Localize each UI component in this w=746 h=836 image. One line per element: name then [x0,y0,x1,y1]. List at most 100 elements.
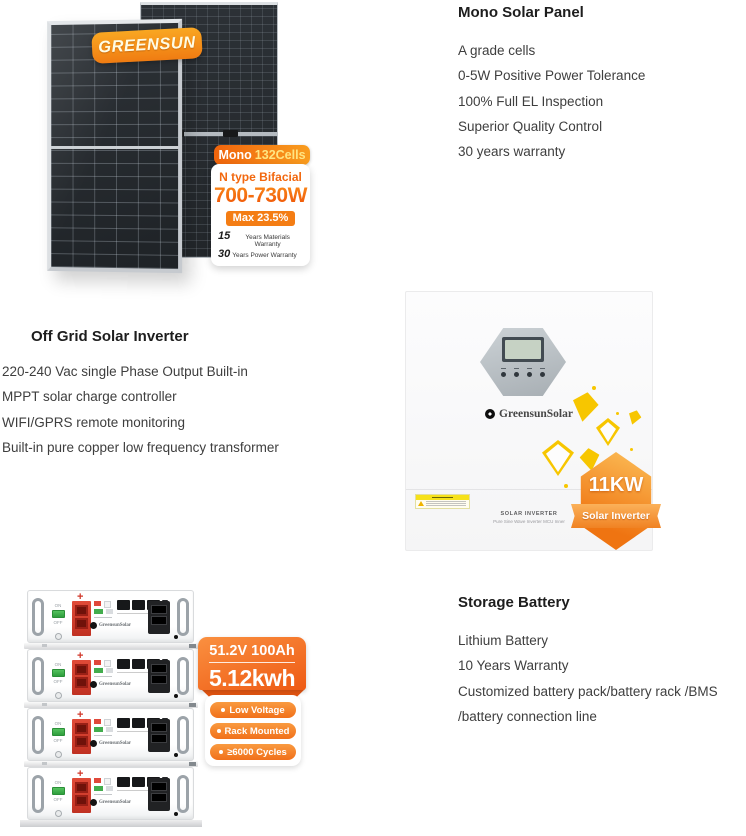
reset-button [55,692,62,699]
battery-unit: ON OFF + GreensunSolar [27,767,194,820]
brand-logo-icon [90,799,97,806]
caution-text-line [426,503,466,504]
label-line [94,676,112,677]
gem-dot [592,386,596,390]
solar-panel-image: GREENSUN Mono 132Cells N type Bifacial 7… [20,0,312,292]
battery-brand-logo: GreensunSolar [90,740,131,747]
warranty-text: Years Power Warranty [232,252,297,259]
terminal-dot [174,635,178,639]
label-line [94,735,112,736]
reset-button [55,810,62,817]
red-connector [72,778,91,813]
brand-logo-text: GreensunSolar [99,800,132,805]
reset-button [55,751,62,758]
handle-left [32,598,44,636]
port-label-line [117,790,157,791]
caution-text-line [426,501,466,502]
panel-cells-badge: Mono 132Cells [214,145,310,165]
inverter-seam-line [406,489,652,490]
off-label: OFF [53,620,63,625]
label-chip [104,719,111,726]
feature-item: Superior Quality Control [458,118,603,134]
breaker-switch [51,787,65,795]
brand-logo-icon [90,740,97,747]
rail-tab [42,644,47,647]
label-chip [94,609,103,614]
positive-terminal-mark: + [77,709,84,721]
brand-logo-text: GreensunSolar [99,682,132,687]
label-chip [94,719,101,724]
warning-triangle-icon [418,501,424,506]
power-warranty: 30 Years Power Warranty [218,248,303,260]
gem-icon [626,408,643,426]
warranty-text: Years Materials Warranty [245,234,290,248]
black-connector [148,601,170,634]
battery-voltage-capacity: 51.2V 100Ah [209,643,295,659]
label-chip [94,660,101,665]
feature-pill-label: Rack Mounted [224,725,290,737]
inverter-lcd-display [502,337,544,362]
feature-item: /battery connection line [458,708,597,724]
feature-item: 0-5W Positive Power Tolerance [458,68,646,84]
rail-tab [189,644,196,648]
battery-brand-logo: GreensunSolar [90,681,131,688]
handle-left [32,716,44,754]
label-chip [94,601,101,606]
label-chip [94,668,103,673]
rack-rail [24,761,198,767]
port-label-line [117,613,157,614]
rack-rail [24,702,198,708]
panel-info-title: Mono Solar Panel [458,4,584,21]
inverter-button [514,368,519,377]
inverter-image: GreensunSolar SOLAR INVERTER Pure Sine W… [405,291,661,551]
reset-button [55,633,62,640]
gem-dot [564,484,568,488]
feature-item: WIFI/GPRS remote monitoring [2,414,186,430]
handle-right [177,598,189,636]
caution-strip [416,495,469,500]
brand-logo-text: GreensunSolar [99,623,132,628]
plate-title: SOLAR INVERTER [500,511,558,517]
red-connector [72,719,91,754]
label-chip [94,778,101,783]
panel-mid-rail [51,146,179,150]
feature-pill: Rack Mounted [210,723,296,739]
inverter-button [501,368,506,377]
battery-info-title: Storage Battery [458,594,570,611]
panel-feature-list: A grade cells 0-5W Positive Power Tolera… [458,38,744,164]
black-connector [148,719,170,752]
panel-spec-card: N type Bifacial 700-730W Max 23.5% 15 Ye… [211,164,310,266]
battery-spec-banner: 51.2V 100Ah 5.12kwh [198,637,306,690]
greensun-brand-badge: GREENSUN [91,27,203,64]
gem-outline-icon [542,440,574,476]
rail-tab [189,703,196,707]
red-connector [72,601,91,636]
battery-spec-badge: 51.2V 100Ah 5.12kwh Low Voltage Rack Mou… [198,637,308,766]
handle-right [177,716,189,754]
battery-image: ON OFF + GreensunSolar [20,588,317,834]
brand-logo-text: GreensunSolar [499,408,573,420]
warranty-years: 15 [218,230,231,242]
battery-unit: ON OFF + GreensunSolar [27,590,194,643]
label-chip [106,609,113,614]
battery-brand-logo: GreensunSolar [90,622,131,629]
label-chip [104,660,111,667]
feature-item: 30 years warranty [458,144,566,160]
handle-right [177,657,189,695]
inverter-buttons [480,368,566,377]
power-switch-block: ON OFF [49,721,67,743]
inverter-name-plate: SOLAR INVERTER Pure Sine Wave Inverter M… [406,511,652,524]
on-label: ON [54,662,62,667]
materials-warranty: 15 Years Materials Warranty [218,230,303,248]
battery-brand-logo: GreensunSolar [90,799,131,806]
bullet-dot [221,708,226,712]
feature-item: A grade cells [458,43,536,58]
panel-efficiency-badge: Max 23.5% [225,211,296,226]
handle-right [177,775,189,813]
panel-clamp [223,130,238,137]
lcd-screen [505,340,541,359]
label-line [94,617,112,618]
banner-divider [209,662,295,663]
feature-pill: Low Voltage [210,702,296,718]
